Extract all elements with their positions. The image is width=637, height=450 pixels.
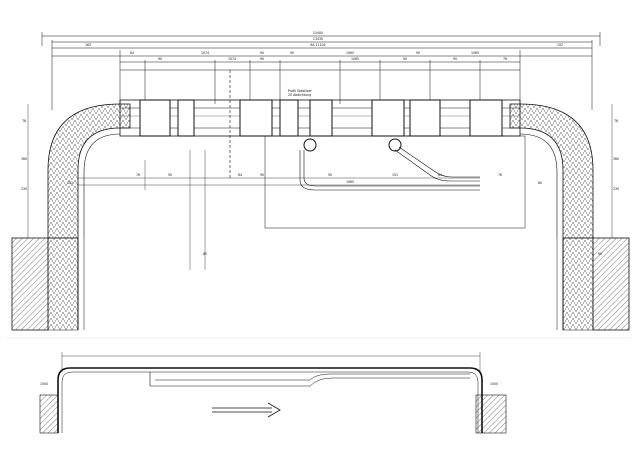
dim-r6-1: 1074 (228, 57, 236, 61)
dimension-chain-top (41, 32, 601, 110)
dimension-text-mid: 151 76 90 64 90 90 1065 151 64 76 80 (67, 173, 542, 185)
dim-mid-4: 90 (260, 173, 264, 177)
annotation-1: 20 Abdichtung (288, 93, 311, 97)
lower-dim-right: 1500 (490, 382, 498, 386)
dim-r6-4: 90 (403, 57, 407, 61)
dimension-chain-mid (78, 150, 480, 270)
dim-r5-4: 1065 (346, 51, 354, 55)
side-dims-left: 76 360 230 85 (21, 104, 207, 256)
dim-side-l1: 360 (21, 157, 27, 161)
dim-side-l3: 85 (203, 252, 207, 256)
dim-r5-5: 90 (416, 51, 420, 55)
dim-mid-2: 90 (168, 173, 172, 177)
dim-mid-7: 151 (392, 173, 398, 177)
dim-mid-9: 76 (498, 173, 502, 177)
lower-dim-left: 1500 (40, 382, 48, 386)
dim-row2: 13430 (313, 37, 323, 41)
mullions (139, 99, 503, 137)
dim-mid-1: 76 (136, 173, 140, 177)
left-wall (11, 237, 85, 331)
dimension-text-top: 15400 13430 6A 11104 163 152 64 1074 90 … (85, 31, 563, 61)
dim-mid-3: 64 (238, 173, 242, 177)
dim-r5-2: 90 (260, 51, 264, 55)
dim-r6-2: 90 (260, 57, 264, 61)
dim-mid-6: 1065 (346, 180, 354, 184)
dim-r6-6: 76 (503, 57, 507, 61)
dim-r6-5: 90 (453, 57, 457, 61)
right-wall (556, 237, 630, 331)
dim-row4-right: 152 (557, 43, 563, 47)
lower-plan: 1500 1500 (39, 352, 507, 434)
right-curved-shell (509, 103, 594, 239)
dim-r5-1: 1074 (201, 51, 209, 55)
dim-r5-3: 90 (290, 51, 294, 55)
annotations: Profil Stabilizer 20 Abdichtung (288, 89, 313, 97)
dim-r6-0: 90 (158, 57, 162, 61)
dim-side-r2: 230 (613, 187, 619, 191)
dim-overall: 15400 (313, 31, 323, 35)
dim-side-r3: 90 (598, 252, 602, 256)
dim-side-r0: 76 (614, 119, 618, 123)
rail-mechanism (229, 70, 526, 229)
dim-mid-8: 64 (438, 173, 442, 177)
direction-arrow-icon (212, 402, 281, 418)
dim-row4-left: 163 (85, 43, 91, 47)
dim-side-l2: 230 (21, 187, 27, 191)
dim-side-l0: 76 (22, 119, 26, 123)
dim-mid-5: 90 (328, 173, 332, 177)
dim-r5-0: 64 (130, 51, 134, 55)
annotation-0: Profil Stabilizer (288, 89, 313, 93)
dim-row3: 6A 11104 (310, 43, 325, 47)
dim-r5-6: 1065 (471, 51, 479, 55)
dim-r6-3: 1065 (351, 57, 359, 61)
dim-mid-10: 80 (538, 181, 542, 185)
side-dims-right: 76 360 230 90 (598, 104, 619, 256)
dim-side-r1: 360 (613, 157, 619, 161)
dim-mid-0: 151 (67, 181, 73, 185)
left-curved-shell (47, 103, 131, 239)
